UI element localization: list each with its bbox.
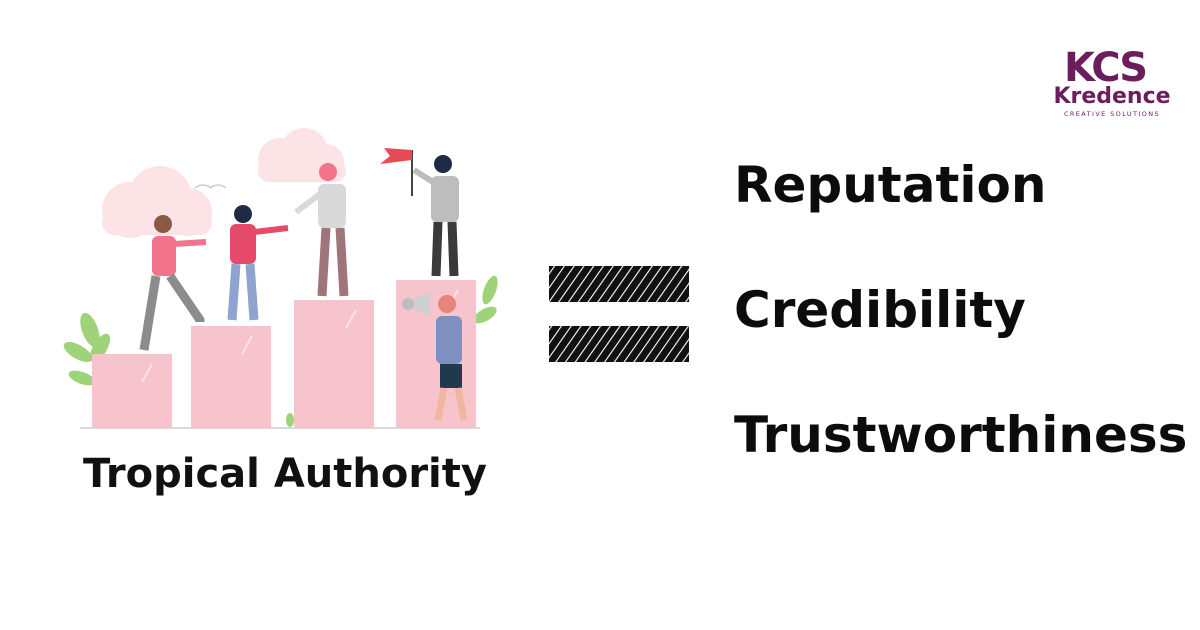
brand-logo: KCS Kredence CREATIVE SOLUTIONS <box>1050 44 1180 124</box>
flag-icon <box>380 148 413 196</box>
illustration-caption: Tropical Authority <box>83 451 487 497</box>
person-climbing-icon <box>139 215 207 351</box>
terms-list: Reputation Credibility Trustworthiness <box>734 150 1188 525</box>
person-helping-icon <box>227 205 289 321</box>
logo-tagline: CREATIVE SOLUTIONS <box>1063 110 1161 118</box>
logo-name: Kredence <box>1053 84 1171 109</box>
equals-icon <box>549 266 689 362</box>
cloud-icon <box>258 128 346 182</box>
person-with-megaphone-icon <box>434 295 468 421</box>
climbing-people-illustration <box>63 128 498 429</box>
term-credibility: Credibility <box>734 281 1026 339</box>
person-with-flag-icon <box>412 155 459 277</box>
term-reputation: Reputation <box>734 156 1047 214</box>
megaphone-icon <box>402 292 430 316</box>
cloud-icon <box>102 166 212 238</box>
person-reaching-icon <box>294 163 349 297</box>
term-trustworthiness: Trustworthiness <box>734 406 1188 464</box>
logo-mark: KCS <box>1064 45 1148 91</box>
